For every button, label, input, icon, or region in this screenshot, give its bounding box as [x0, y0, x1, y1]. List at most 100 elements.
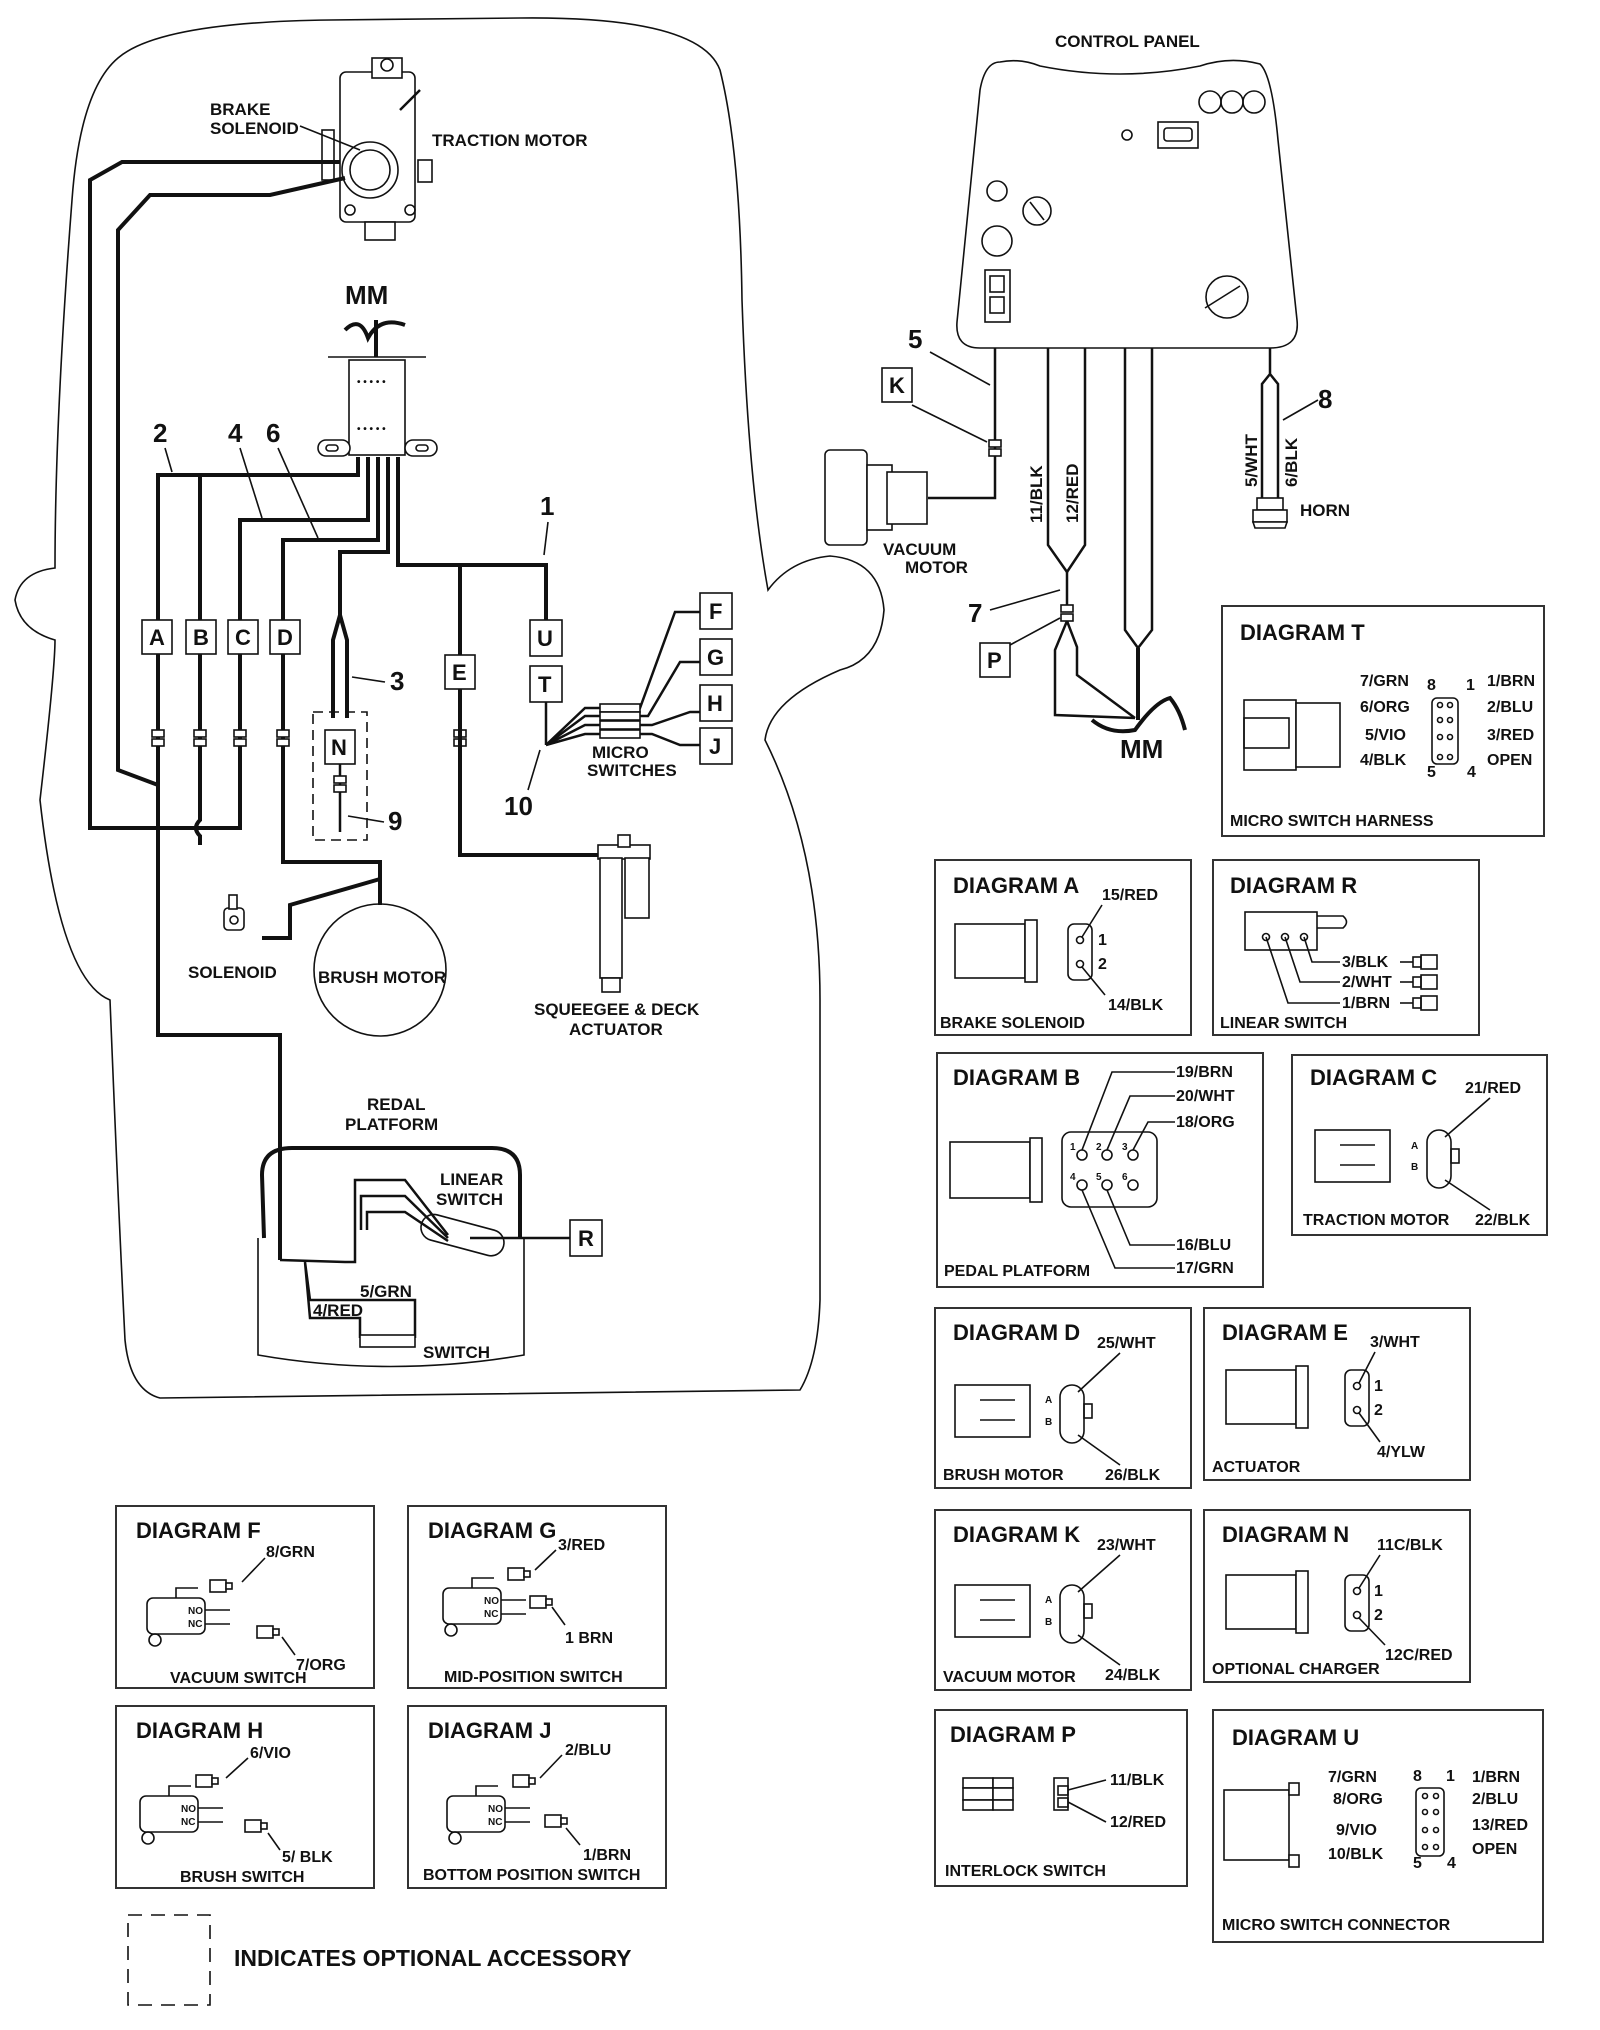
- diagram-u-wire-r3: 13/RED: [1472, 1817, 1528, 1834]
- diagram-k-pin-a: A: [1045, 1595, 1052, 1606]
- connector-box-g[interactable]: G: [699, 638, 733, 676]
- diagram-u-wire-r2: 2/BLU: [1472, 1791, 1518, 1808]
- diagram-h-wire-1: 6/VIO: [250, 1745, 291, 1762]
- diagram-k: DIAGRAM K A B 23/WHT 24/BLK VACUUM MOTOR: [934, 1509, 1192, 1691]
- switch-wires: [303, 1261, 417, 1338]
- connector-box-n[interactable]: N: [324, 729, 356, 765]
- diagram-j-title: DIAGRAM J: [428, 1718, 551, 1743]
- diagram-b-wire-1: 19/BRN: [1176, 1064, 1233, 1081]
- diagram-n: DIAGRAM N 1 2 11C/BLK 12C/RED OPTIONAL C…: [1203, 1509, 1471, 1683]
- wire-4: [238, 457, 370, 660]
- optional-accessory-legend-icon: [127, 1914, 211, 2006]
- connector-box-t[interactable]: T: [529, 665, 563, 703]
- diagram-d-wire-1: 25/WHT: [1097, 1335, 1156, 1352]
- connector-box-c[interactable]: C: [227, 619, 259, 655]
- pedal-platform-label-2: PLATFORM: [345, 1115, 438, 1134]
- diagram-c-wire-2: 22/BLK: [1475, 1212, 1531, 1229]
- squeegee-deck-actuator[interactable]: [597, 834, 651, 993]
- callout-10: 10: [504, 791, 533, 821]
- diagram-n-wire-1: 11C/BLK: [1377, 1537, 1443, 1554]
- inline-plug-d: [276, 729, 290, 747]
- panel-button-small[interactable]: [986, 180, 1008, 202]
- main-module[interactable]: • • • • • • • • • •: [317, 359, 438, 457]
- callout-2: 2: [153, 418, 167, 448]
- connector-t-label: T: [538, 672, 552, 697]
- wire-5: [928, 348, 997, 500]
- pedal-platform-outline: [259, 1146, 522, 1239]
- diagram-t-pin-5: 5: [1427, 764, 1436, 781]
- connector-box-k[interactable]: K: [881, 367, 913, 403]
- diagram-t-wire-l4: 4/BLK: [1360, 752, 1407, 769]
- connector-box-p[interactable]: P: [979, 642, 1011, 678]
- connector-box-d[interactable]: D: [269, 619, 301, 655]
- panel-up-down-switch[interactable]: [984, 269, 1011, 323]
- wire-12red-label: 12/RED: [1063, 463, 1082, 523]
- control-panel[interactable]: [956, 59, 1299, 349]
- solenoid[interactable]: [223, 894, 245, 931]
- diagram-n-title: DIAGRAM N: [1222, 1522, 1349, 1547]
- connector-box-h[interactable]: H: [699, 684, 733, 722]
- brush-motor[interactable]: [313, 903, 447, 1037]
- micro-switches-label: MICRO: [592, 743, 649, 762]
- diagram-c-pin-a: A: [1411, 1141, 1418, 1152]
- diagram-g-wire-1: 3/RED: [558, 1537, 605, 1554]
- micro-switches-label-2: SWITCHES: [587, 761, 677, 780]
- diagram-b-wire-4: 16/BLU: [1176, 1237, 1231, 1254]
- connector-box-r[interactable]: R: [569, 1219, 603, 1257]
- vacuum-motor-label: VACUUM: [883, 540, 956, 559]
- panel-key-switch[interactable]: [1022, 196, 1052, 226]
- diagram-b-title: DIAGRAM B: [953, 1065, 1080, 1090]
- diagram-f-wire-2: 7/ORG: [296, 1657, 346, 1674]
- diagram-g: DIAGRAM G NO NC 3/RED 1 BRN MID-POSITION…: [407, 1505, 667, 1689]
- inline-plug-b: [193, 729, 207, 747]
- connector-g-label: G: [707, 645, 724, 670]
- connector-box-f[interactable]: F: [699, 592, 733, 630]
- wire-b-lower: [194, 654, 202, 845]
- linear-switch[interactable]: [418, 1212, 507, 1259]
- vacuum-motor[interactable]: [824, 449, 928, 546]
- connector-box-j[interactable]: J: [699, 727, 733, 765]
- actuator-label-2: ACTUATOR: [569, 1020, 663, 1039]
- actuator-label: SQUEEGEE & DECK: [534, 1000, 700, 1019]
- pedal-switch[interactable]: [359, 1334, 416, 1348]
- wire-traction-motor-2: [116, 176, 346, 787]
- connector-box-e[interactable]: E: [444, 654, 476, 690]
- connector-box-a[interactable]: A: [141, 619, 173, 655]
- horn[interactable]: [1251, 497, 1289, 529]
- diagram-c-pin-b: B: [1411, 1162, 1418, 1173]
- panel-speed-dial[interactable]: [1205, 275, 1249, 319]
- diagram-c-title: DIAGRAM C: [1310, 1065, 1437, 1090]
- diagram-h-no: NO: [181, 1804, 196, 1815]
- diagram-b-pin-2: 2: [1096, 1142, 1102, 1153]
- connector-e-label: E: [452, 660, 467, 685]
- wire-mm-right: [1123, 348, 1154, 651]
- mm-cable-top: [343, 320, 406, 343]
- wire-8: [1260, 348, 1280, 498]
- diagram-a-pin-2: 2: [1098, 956, 1107, 973]
- diagram-t-pins: [1436, 701, 1454, 761]
- diagram-h-title: DIAGRAM H: [136, 1718, 263, 1743]
- wire-brush: [262, 877, 381, 940]
- diagram-g-wire-2: 1 BRN: [565, 1630, 613, 1647]
- diagram-d-wire-2: 26/BLK: [1105, 1467, 1161, 1484]
- pedal-platform-label: REDAL: [367, 1095, 426, 1114]
- callout-3: 3: [390, 666, 404, 696]
- traction-motor[interactable]: [321, 57, 433, 241]
- connector-box-u[interactable]: U: [529, 619, 563, 657]
- diagram-b: DIAGRAM B 1 2 3 4 5 6 19/BRN 20/WHT 18/O…: [936, 1052, 1264, 1288]
- panel-button-large[interactable]: [981, 225, 1013, 257]
- inline-plug-p: [1060, 604, 1074, 622]
- wire-p-to-mm: [1053, 620, 1136, 720]
- connector-a-label: A: [149, 625, 165, 650]
- diagram-r: DIAGRAM R 3/BLK 2/WHT 1/BRN LINEAR SWITC…: [1212, 859, 1480, 1036]
- callout-1: 1: [540, 491, 554, 521]
- diagram-a-wire-1: 15/RED: [1102, 887, 1158, 904]
- connector-box-b[interactable]: B: [185, 619, 217, 655]
- panel-display: [1157, 121, 1199, 149]
- diagram-b-pin-5: 5: [1096, 1172, 1102, 1183]
- vacuum-motor-label-2: MOTOR: [905, 558, 968, 577]
- diagram-b-pin-6: 6: [1122, 1172, 1128, 1183]
- diagram-t-connector: [1243, 699, 1341, 771]
- mm-top-label: MM: [345, 280, 388, 310]
- wire-6blk-label: 6/BLK: [1282, 437, 1301, 487]
